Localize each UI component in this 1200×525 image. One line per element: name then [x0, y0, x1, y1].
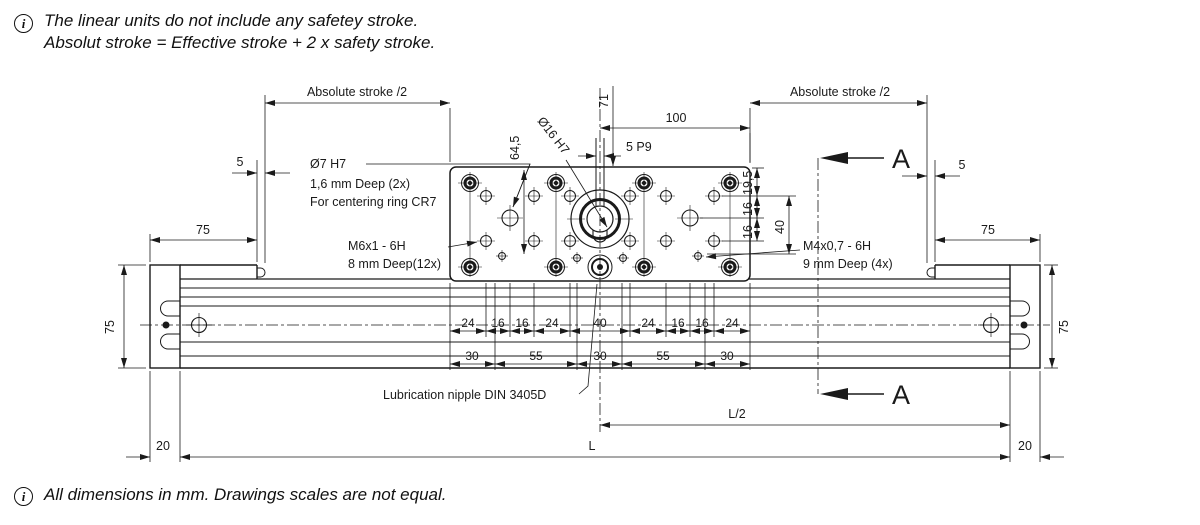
m6-label-2: 8 mm Deep(12x) — [348, 257, 441, 271]
rail-body — [140, 264, 1050, 369]
m4-label-1: M4x0,7 - 6H — [803, 239, 871, 253]
left-slot-bottom — [160, 333, 180, 350]
dim-l: L — [589, 439, 596, 453]
info-icon: i — [14, 14, 33, 33]
abs-stroke-right-label: Absolute stroke /2 — [790, 85, 890, 99]
right-slot-top — [1010, 300, 1030, 317]
top-note-line1: The linear units do not include any safe… — [44, 11, 419, 30]
dia7-label-1: Ø7 H7 — [310, 157, 346, 171]
counterbore-hole — [458, 258, 482, 276]
dim-100: 100 — [666, 111, 687, 125]
counterbore-hole — [544, 174, 568, 192]
section-a-bottom-label: A — [892, 380, 910, 410]
section-arrow-top — [820, 152, 848, 164]
dim-75-top-right: 75 — [981, 223, 995, 237]
dia16-label: Ø16 H7 — [535, 114, 573, 157]
chain1-value: 16 — [671, 316, 685, 330]
m6-label-1: M6x1 - 6H — [348, 239, 406, 253]
chain1-value: 16 — [695, 316, 709, 330]
m4-label-2: 9 mm Deep (4x) — [803, 257, 893, 271]
counterbore-hole — [544, 258, 568, 276]
section-arrow-bottom — [820, 388, 848, 400]
chain1-value: 16 — [491, 316, 505, 330]
m6-holes — [477, 187, 723, 250]
top-note-line2: Absolut stroke = Effective stroke + 2 x … — [44, 33, 436, 52]
chain2-value: 55 — [529, 349, 543, 363]
m4-holes — [496, 250, 704, 264]
chain2-value: 30 — [465, 349, 479, 363]
chain1-value: 24 — [725, 316, 739, 330]
right-slot-bottom — [1010, 333, 1030, 350]
dim-64-5: 64,5 — [508, 136, 522, 160]
dim-75-side-left: 75 — [103, 320, 117, 334]
dim-71: 71 — [597, 94, 611, 108]
chain1-value: 24 — [461, 316, 475, 330]
top-note: The linear units do not include any safe… — [44, 10, 435, 54]
dim-l2: L/2 — [728, 407, 745, 421]
abs-stroke-left-label: Absolute stroke /2 — [307, 85, 407, 99]
info-icon: i — [14, 487, 33, 506]
dim-5-right: 5 — [959, 158, 966, 172]
dim-5p9: 5 P9 — [626, 140, 652, 154]
bottom-note: All dimensions in mm. Drawings scales ar… — [44, 485, 447, 504]
chain1-value: 40 — [593, 316, 607, 330]
section-arrows — [820, 152, 884, 400]
dim-20-left: 20 — [156, 439, 170, 453]
dim-75-top-left: 75 — [196, 223, 210, 237]
counterbore-hole — [458, 174, 482, 192]
chain2-value: 30 — [720, 349, 734, 363]
dim-20-right: 20 — [1018, 439, 1032, 453]
counterbore-hole — [718, 258, 742, 276]
counterbore-hole — [718, 174, 742, 192]
section-a-top-label: A — [892, 144, 910, 174]
lube-leader — [578, 283, 598, 395]
dia7-label-2: 1,6 mm Deep (2x) — [310, 177, 410, 191]
dimensions — [118, 86, 1064, 462]
chain1-value: 24 — [641, 316, 655, 330]
counterbore-hole — [632, 174, 656, 192]
dim-40: 40 — [773, 220, 787, 234]
dim-16-b: 16 — [741, 225, 755, 239]
chain2-value: 30 — [593, 349, 607, 363]
dim-19-5: 19,5 — [741, 171, 755, 195]
chain1-value: 16 — [515, 316, 529, 330]
dia7-label-3: For centering ring CR7 — [310, 195, 436, 209]
chain2-value: 55 — [656, 349, 670, 363]
chain1-value: 24 — [545, 316, 559, 330]
dim-75-side-right: 75 — [1057, 320, 1071, 334]
dim-16-a: 16 — [741, 202, 755, 216]
left-slot-top — [160, 300, 180, 317]
centering-holes — [497, 205, 703, 231]
dim-5-left: 5 — [237, 155, 244, 169]
lube-label: Lubrication nipple DIN 3405D — [383, 388, 546, 402]
counterbore-hole — [632, 258, 656, 276]
counterbore-holes — [458, 174, 742, 276]
